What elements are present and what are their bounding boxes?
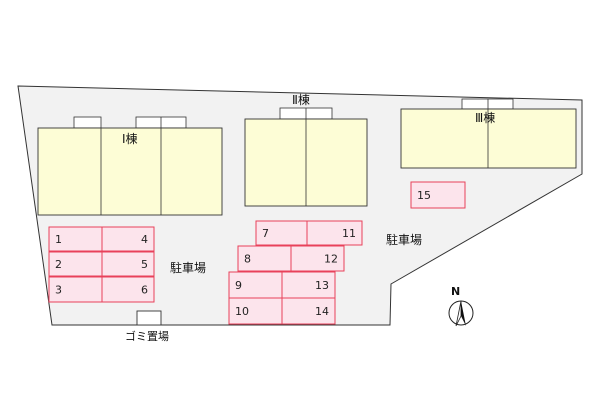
- parking-slot-6: [101, 276, 155, 303]
- parking-slot-number: 2: [55, 258, 62, 271]
- parking-label: 駐車場: [170, 261, 207, 275]
- parking-slot-5: [101, 251, 155, 277]
- parking-slot-number: 4: [141, 233, 148, 246]
- parking-slot-number: 9: [235, 279, 242, 292]
- parking-slot-number: 13: [315, 279, 329, 292]
- parking-slot-8: [237, 245, 292, 272]
- building-1-label: Ⅰ棟: [122, 132, 138, 146]
- parking-slot-12: [290, 245, 345, 272]
- parking-slot-number: 11: [342, 227, 356, 240]
- parking-slot-number: 12: [324, 253, 338, 266]
- building-3-label: Ⅲ棟: [475, 111, 496, 125]
- parking-slot-13: [281, 271, 336, 299]
- parking-slot-number: 1: [55, 233, 62, 246]
- parking-slot-number: 3: [55, 284, 62, 297]
- building-2-label: Ⅱ棟: [292, 93, 310, 107]
- parking-slot-number: 14: [315, 305, 329, 318]
- parking-slot-11: [306, 220, 363, 246]
- parking-slot-number: 15: [417, 189, 431, 202]
- garbage-area: [136, 310, 162, 326]
- north-arrow-icon: [448, 300, 474, 327]
- parking-slot-1: [48, 226, 103, 252]
- parking-slot-number: 7: [262, 227, 269, 240]
- building-2: [244, 107, 368, 207]
- parking-slot-number: 6: [141, 284, 148, 297]
- parking-slot-7: [255, 220, 308, 246]
- building-1: [37, 116, 223, 216]
- north-label: N: [451, 285, 461, 298]
- parking-slot-15: [410, 181, 466, 209]
- parking-slot-3: [48, 276, 103, 303]
- parking-slot-number: 5: [141, 258, 148, 271]
- building-3: [400, 98, 577, 169]
- parking-slot-2: [48, 251, 103, 277]
- parking-slot-14: [281, 297, 336, 325]
- parking-label: 駐車場: [386, 233, 423, 247]
- garbage-label: ゴミ置場: [125, 330, 169, 343]
- parking-slot-4: [101, 226, 155, 252]
- parking-slot-10: [228, 297, 283, 325]
- parking-slot-number: 10: [235, 305, 249, 318]
- parking-slot-number: 8: [244, 253, 251, 266]
